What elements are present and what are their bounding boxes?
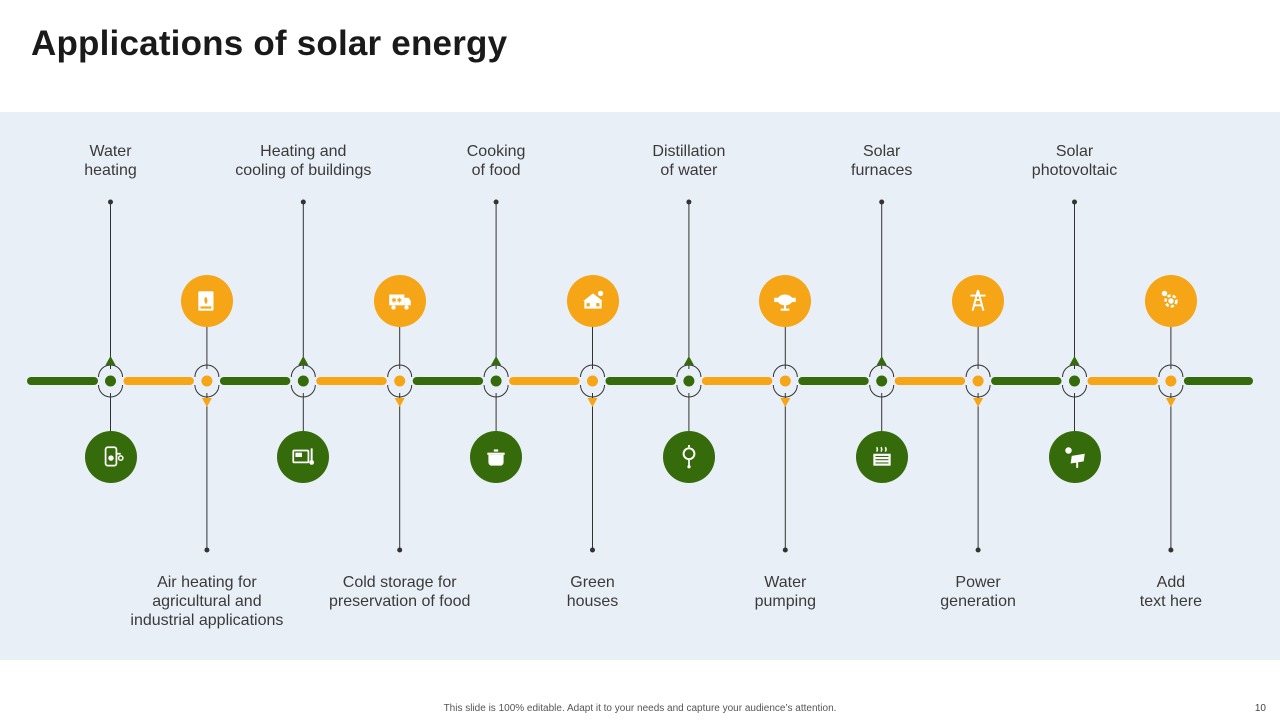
connector-dot [1168, 547, 1174, 553]
distillation-flask-icon [662, 431, 715, 483]
connector-dot [108, 199, 113, 205]
timeline-panel: Water heating Heating and cooling of buil… [0, 112, 1280, 660]
arrow-marker [587, 398, 598, 407]
node-dot [490, 375, 502, 387]
connector-dot [686, 199, 692, 205]
node-dot [105, 375, 116, 387]
node-dot [1165, 375, 1177, 387]
item-label: Water pumping [754, 574, 816, 610]
connector-dot [879, 199, 885, 205]
connector-dot [204, 547, 210, 553]
connector-dot [975, 547, 981, 553]
power-tower-icon [952, 275, 1005, 327]
arrow-marker [394, 398, 405, 407]
arrow-marker [780, 398, 791, 407]
item-label: Distillation of water [652, 143, 726, 179]
node-dot [779, 375, 791, 387]
gear-bulb-icon [1144, 275, 1197, 327]
node-dot [297, 375, 309, 387]
arrow-marker [298, 356, 309, 365]
arrow-marker [876, 356, 887, 365]
item-label: Heating and cooling of buildings [235, 143, 372, 179]
air-heater-icon [180, 275, 233, 327]
page-number: 10 [1254, 703, 1266, 714]
item-label: Solar furnaces [851, 143, 913, 179]
svg-text:✱✱: ✱✱ [391, 297, 402, 305]
greenhouse-icon [566, 275, 619, 327]
item-label: Solar photovoltaic [1031, 143, 1118, 179]
arrow-marker [973, 398, 984, 407]
node-dot [394, 375, 406, 387]
item-label: Add text here [1139, 574, 1203, 610]
item-label: Cooking of food [466, 143, 526, 179]
arrow-marker [1069, 356, 1080, 365]
arrow-marker [201, 398, 212, 407]
node-dot [587, 375, 598, 387]
connector-dot [1072, 199, 1077, 205]
footer-note: This slide is 100% editable. Adapt it to… [443, 703, 837, 714]
node-dot [683, 375, 695, 387]
page-title: Applications of solar energy [31, 24, 508, 63]
arrow-marker [1165, 398, 1176, 407]
solar-panel-icon [1048, 431, 1101, 483]
furnace-icon [855, 431, 908, 483]
arrow-marker [105, 356, 116, 365]
connector-dot [590, 547, 595, 553]
arrow-marker [491, 356, 502, 365]
item-label: Air heating for agricultural and industr… [130, 574, 284, 629]
connector-dot [493, 199, 499, 205]
item-label: Green houses [566, 574, 619, 610]
timeline-diagram [27, 199, 1253, 553]
node-dot [876, 375, 888, 387]
connector-dot [300, 199, 306, 205]
item-label: Power generation [940, 574, 1016, 610]
item-label: Water heating [84, 143, 137, 179]
water-pump-icon [759, 275, 812, 327]
connector-dot [782, 547, 788, 553]
connector-dot [397, 547, 403, 553]
node-dot [201, 375, 213, 387]
item-label: Cold storage for preservation of food [328, 574, 471, 610]
node-dot [972, 375, 984, 387]
cooking-pot-icon [470, 431, 523, 483]
arrow-marker [683, 356, 694, 365]
thermostat-panel-icon [277, 431, 330, 483]
node-dot [1069, 375, 1080, 387]
water-heater-icon [84, 431, 137, 483]
refrigerated-truck-icon: ✱✱ [373, 275, 426, 327]
